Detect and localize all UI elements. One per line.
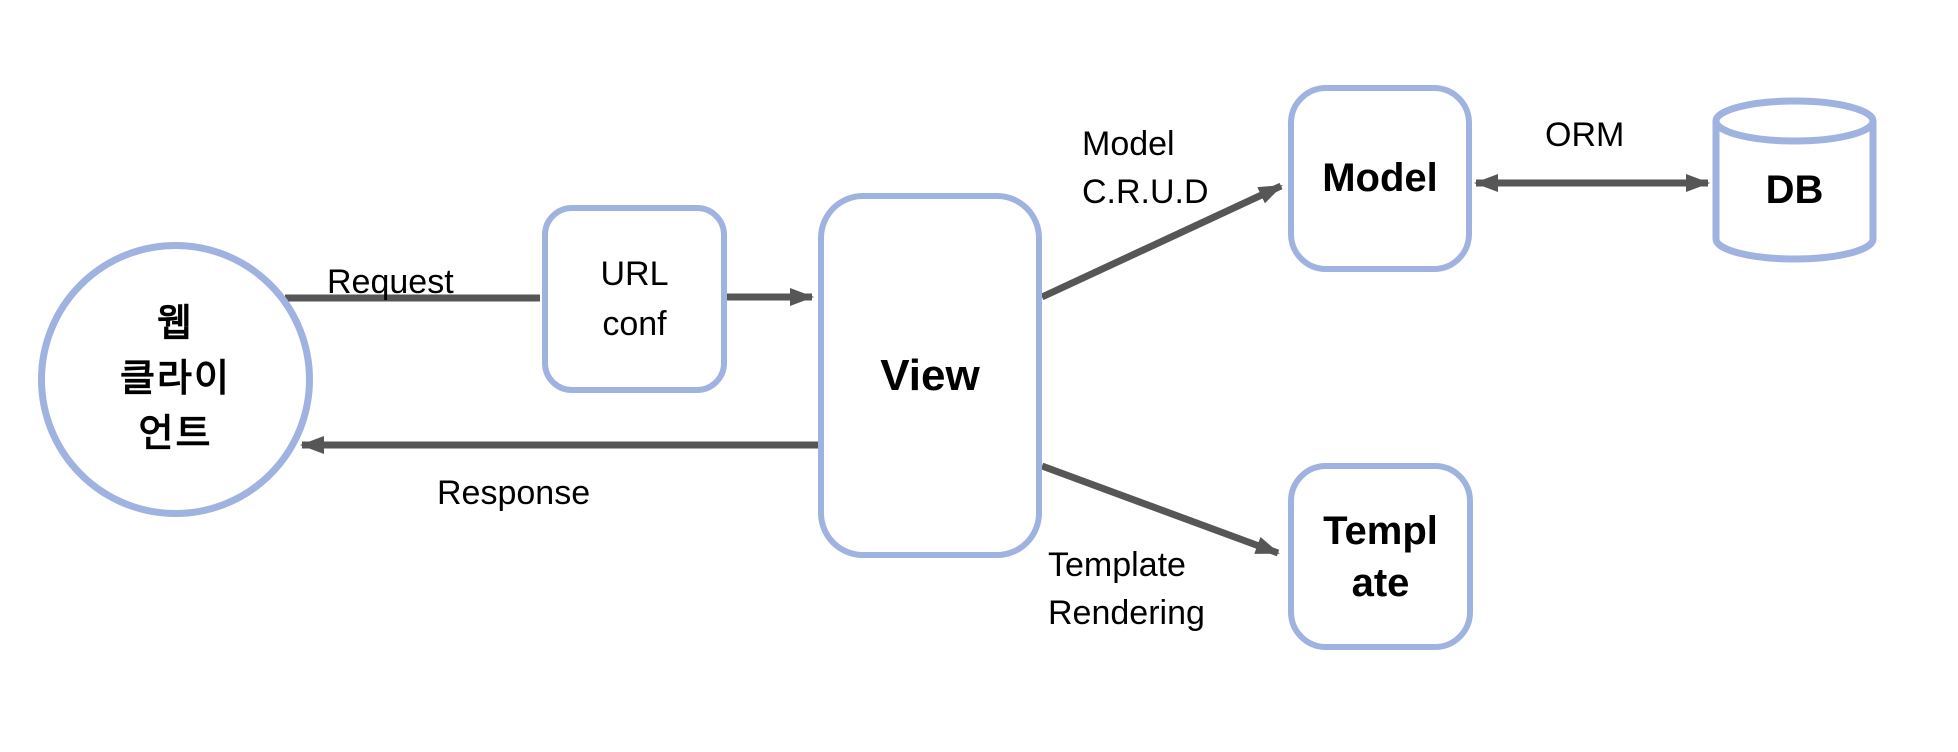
template-node: Templ ate [1288, 463, 1473, 650]
model-node: Model [1288, 85, 1472, 272]
db-node: DB [1712, 97, 1877, 263]
response-edge-label: Response [437, 474, 591, 512]
db-label: DB [1765, 167, 1824, 212]
model-crud-edge-label: Model C.R.U.D [1082, 125, 1209, 211]
web-client-node: 웹 클라이 언트 [38, 242, 313, 517]
template-label: Templ ate [1323, 508, 1438, 605]
view-to-model-arrow [1040, 182, 1283, 301]
template-rendering-edge-label: Template Rendering [1048, 546, 1205, 632]
url-conf-label: URL conf [600, 255, 669, 343]
view-label: View [880, 350, 980, 400]
orm-edge-label: ORM [1545, 116, 1625, 154]
db-cylinder-icon [1712, 97, 1877, 263]
url-conf-node: URL conf [542, 205, 727, 393]
web-client-label: 웹 클라이 언트 [120, 303, 231, 455]
request-edge-label: Request [327, 263, 454, 301]
view-to-template-arrow [1040, 462, 1280, 557]
model-label: Model [1322, 156, 1438, 200]
view-node: View [818, 193, 1042, 558]
